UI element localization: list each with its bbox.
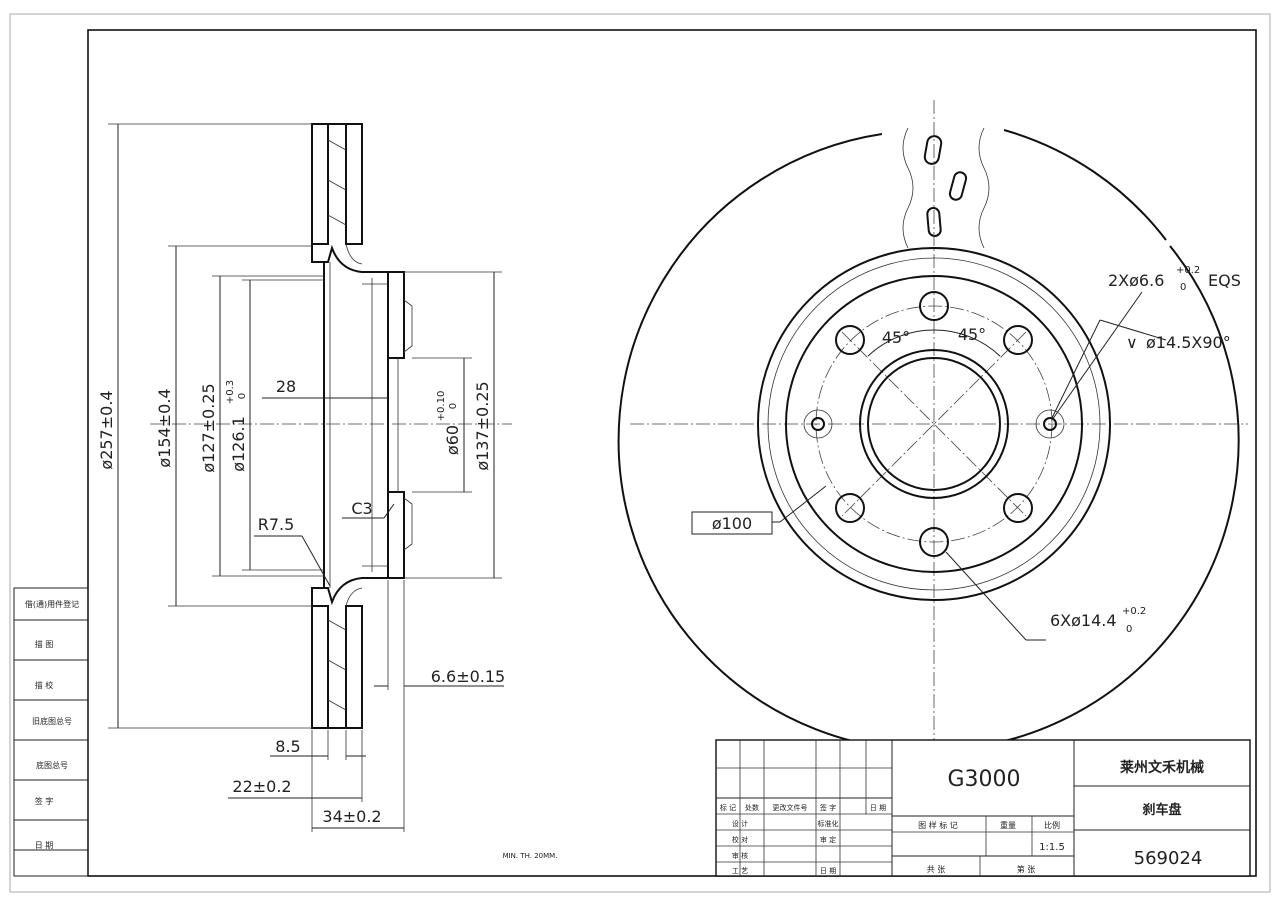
callout-2x-tol-low: 0 [1180,282,1186,293]
note-min-thickness: MIN. TH. 20MM. [503,852,558,860]
side-cell-0: 借(通)用件登记 [25,599,79,609]
sheets-current: 第 张 [1017,864,1036,874]
dim-t85: 8.5 [275,737,300,756]
callout-6x-tol-up: +0.2 [1122,606,1146,617]
part-name: 刹车盘 [1142,802,1181,818]
dim-d137: ø137±0.25 [473,381,492,470]
scale-value: 1:1.5 [1039,842,1065,853]
scale-label: 比例 [1044,820,1060,830]
part-number: 569024 [1134,848,1203,869]
angle-right: 45° [958,325,986,344]
dim-d257: ø257±0.4 [97,390,116,469]
callout-d100: ø100 [712,514,752,533]
callout-countersink: ø14.5X90° [1146,333,1231,352]
dim-d154: ø154±0.4 [155,388,174,467]
dim-d126: ø126.1 [229,416,248,472]
rev-col-1: 处数 [745,803,759,812]
role-design: 设 计 [732,819,748,828]
role-check: 校 对 [732,835,748,844]
side-cell-5: 签 字 [35,796,54,806]
material: G3000 [947,767,1020,792]
angle-left: 45° [882,328,910,347]
role-review: 审 核 [732,851,748,860]
stage-label: 图 样 标 记 [918,820,958,830]
weight-label: 重量 [1000,820,1016,830]
dim-d60-tol-up: +0.10 [436,391,447,422]
outer-border [9,13,1271,893]
rev-col-4: 日 期 [870,804,886,812]
sheets-total: 共 张 [927,865,946,874]
dim-c3: C3 [351,499,372,518]
side-record-table: 借(通)用件登记 描 图 描 校 旧底图总号 底图总号 签 字 日 期 [13,587,89,877]
callout-2x-holes: 2Xø6.6 [1108,271,1164,290]
title-block: 标 记 处数 更改文件号 签 字 日 期 设 计 标准化 校 对 审 定 审 核… [715,739,1251,877]
dim-d126-tol-low: 0 [237,393,248,399]
dim-d60: ø60 [443,425,462,455]
dim-w28: 28 [276,377,296,396]
dim-d60-tol-low: 0 [448,403,459,409]
side-cell-6: 日 期 [35,841,54,850]
dim-t66: 6.6±0.15 [431,667,505,686]
callout-6x-tol-low: 0 [1126,624,1132,635]
front-view: 45° 45° 2Xø6.6 +0.2 0 EQS ∨ ø14.5X90° ø1… [617,100,1248,752]
dim-d126-tol-up: +0.3 [225,380,236,404]
rev-col-3: 签 字 [820,803,836,812]
role-process: 工 艺 [732,867,748,875]
side-cell-2: 描 校 [35,680,54,690]
dim-t22: 22±0.2 [232,777,291,796]
dim-t34: 34±0.2 [322,807,381,826]
countersink-symbol: ∨ [1126,333,1138,352]
side-cell-4: 底图总号 [36,760,68,770]
drawing-frame [87,29,1257,877]
company-name: 莱州文禾机械 [1120,759,1204,776]
section-view: ø257±0.4 ø154±0.4 ø127±0.25 ø126.1 +0.3 … [97,123,558,860]
dim-d127: ø127±0.25 [199,383,218,472]
callout-2x-tol-up: +0.2 [1176,265,1200,276]
side-cell-1: 描 图 [35,639,54,649]
callout-eqs: EQS [1208,271,1241,290]
callout-6x-holes: 6Xø14.4 [1050,611,1117,630]
rev-col-0: 标 记 [720,803,736,812]
side-cell-3: 旧底图总号 [32,716,72,726]
role-standard: 标准化 [818,819,839,828]
role-approve: 审 定 [820,835,836,844]
dim-r75: R7.5 [258,515,295,534]
role-date: 日 期 [820,867,836,875]
rev-col-2: 更改文件号 [773,803,808,812]
